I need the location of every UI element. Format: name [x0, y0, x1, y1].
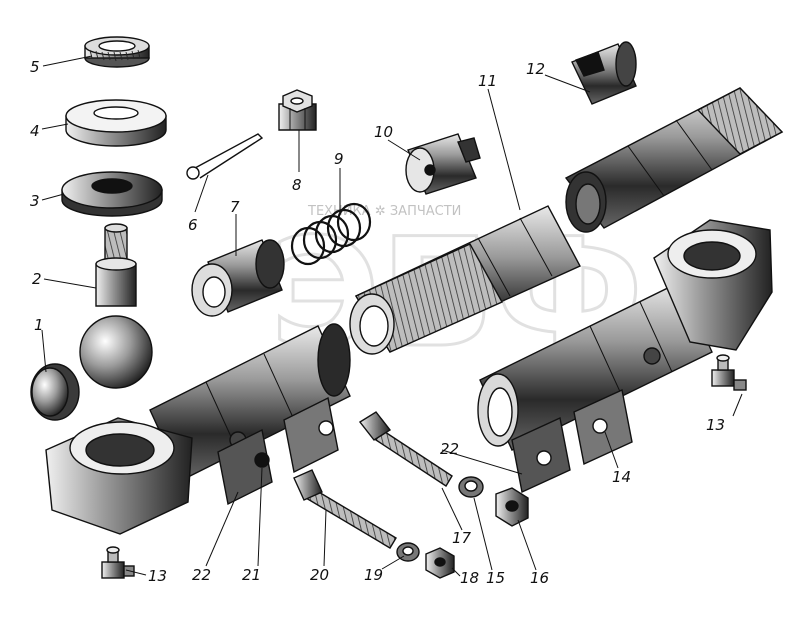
part-15-spring-washer: [458, 476, 484, 498]
part-20-bolt: [293, 469, 397, 549]
tie-rod-end-right: [477, 219, 773, 494]
callout-15: 15: [486, 569, 505, 587]
callout-13-lower: 13: [148, 567, 167, 585]
part-17-bolt: [358, 411, 453, 487]
part-threaded-shaft-upper: [564, 87, 784, 233]
callout-4: 4: [30, 122, 40, 140]
part-2-ball-pin: [79, 223, 153, 389]
callout-22-lower: 22: [192, 566, 211, 584]
callout-22-upper: 22: [440, 440, 459, 458]
callout-16: 16: [530, 569, 549, 587]
callout-5: 5: [30, 58, 40, 76]
part-13-grease-fitting-lower: [101, 546, 135, 579]
callout-1: 1: [34, 316, 44, 334]
part-3-conical-washer: [61, 171, 163, 217]
callout-2: 2: [32, 270, 42, 288]
callout-9: 9: [334, 150, 344, 168]
part-10-plug: [405, 133, 481, 195]
callout-7: 7: [230, 198, 240, 216]
callout-6: 6: [188, 216, 198, 234]
part-1-ball-seat: [30, 363, 80, 421]
callout-11: 11: [478, 72, 497, 90]
callout-3: 3: [30, 192, 40, 210]
callout-14: 14: [612, 468, 631, 486]
callout-21: 21: [242, 566, 261, 584]
callout-17: 17: [452, 529, 472, 547]
tie-rod-end-left: [45, 323, 351, 535]
part-18-nut: [425, 547, 455, 579]
part-7-bushing: [191, 239, 285, 317]
part-16-nut: [495, 487, 529, 527]
callout-8: 8: [292, 176, 302, 194]
part-5-threaded-ring: [84, 36, 150, 68]
part-13-grease-fitting-upper: [711, 354, 747, 391]
callout-19: 19: [364, 566, 383, 584]
callout-13-upper: 13: [706, 416, 725, 434]
leader-lines: [41, 55, 743, 577]
callout-12: 12: [526, 60, 545, 78]
part-8-castle-nut: [278, 89, 317, 131]
part-11-threaded-tube: [349, 205, 581, 355]
part-4-flat-washer: [65, 99, 167, 147]
part-6-cotter-pin: [186, 133, 264, 180]
callout-18: 18: [460, 569, 479, 587]
part-9-spring: [290, 202, 372, 266]
part-12-slotted-bushing: [571, 41, 637, 105]
callout-labels: 5 4 3 2 1 6 7 8 9 10 11 12 13 13 14 15 1…: [30, 58, 725, 587]
callout-10: 10: [374, 123, 393, 141]
callout-20: 20: [310, 566, 329, 584]
part-19-spring-washer: [396, 542, 420, 562]
